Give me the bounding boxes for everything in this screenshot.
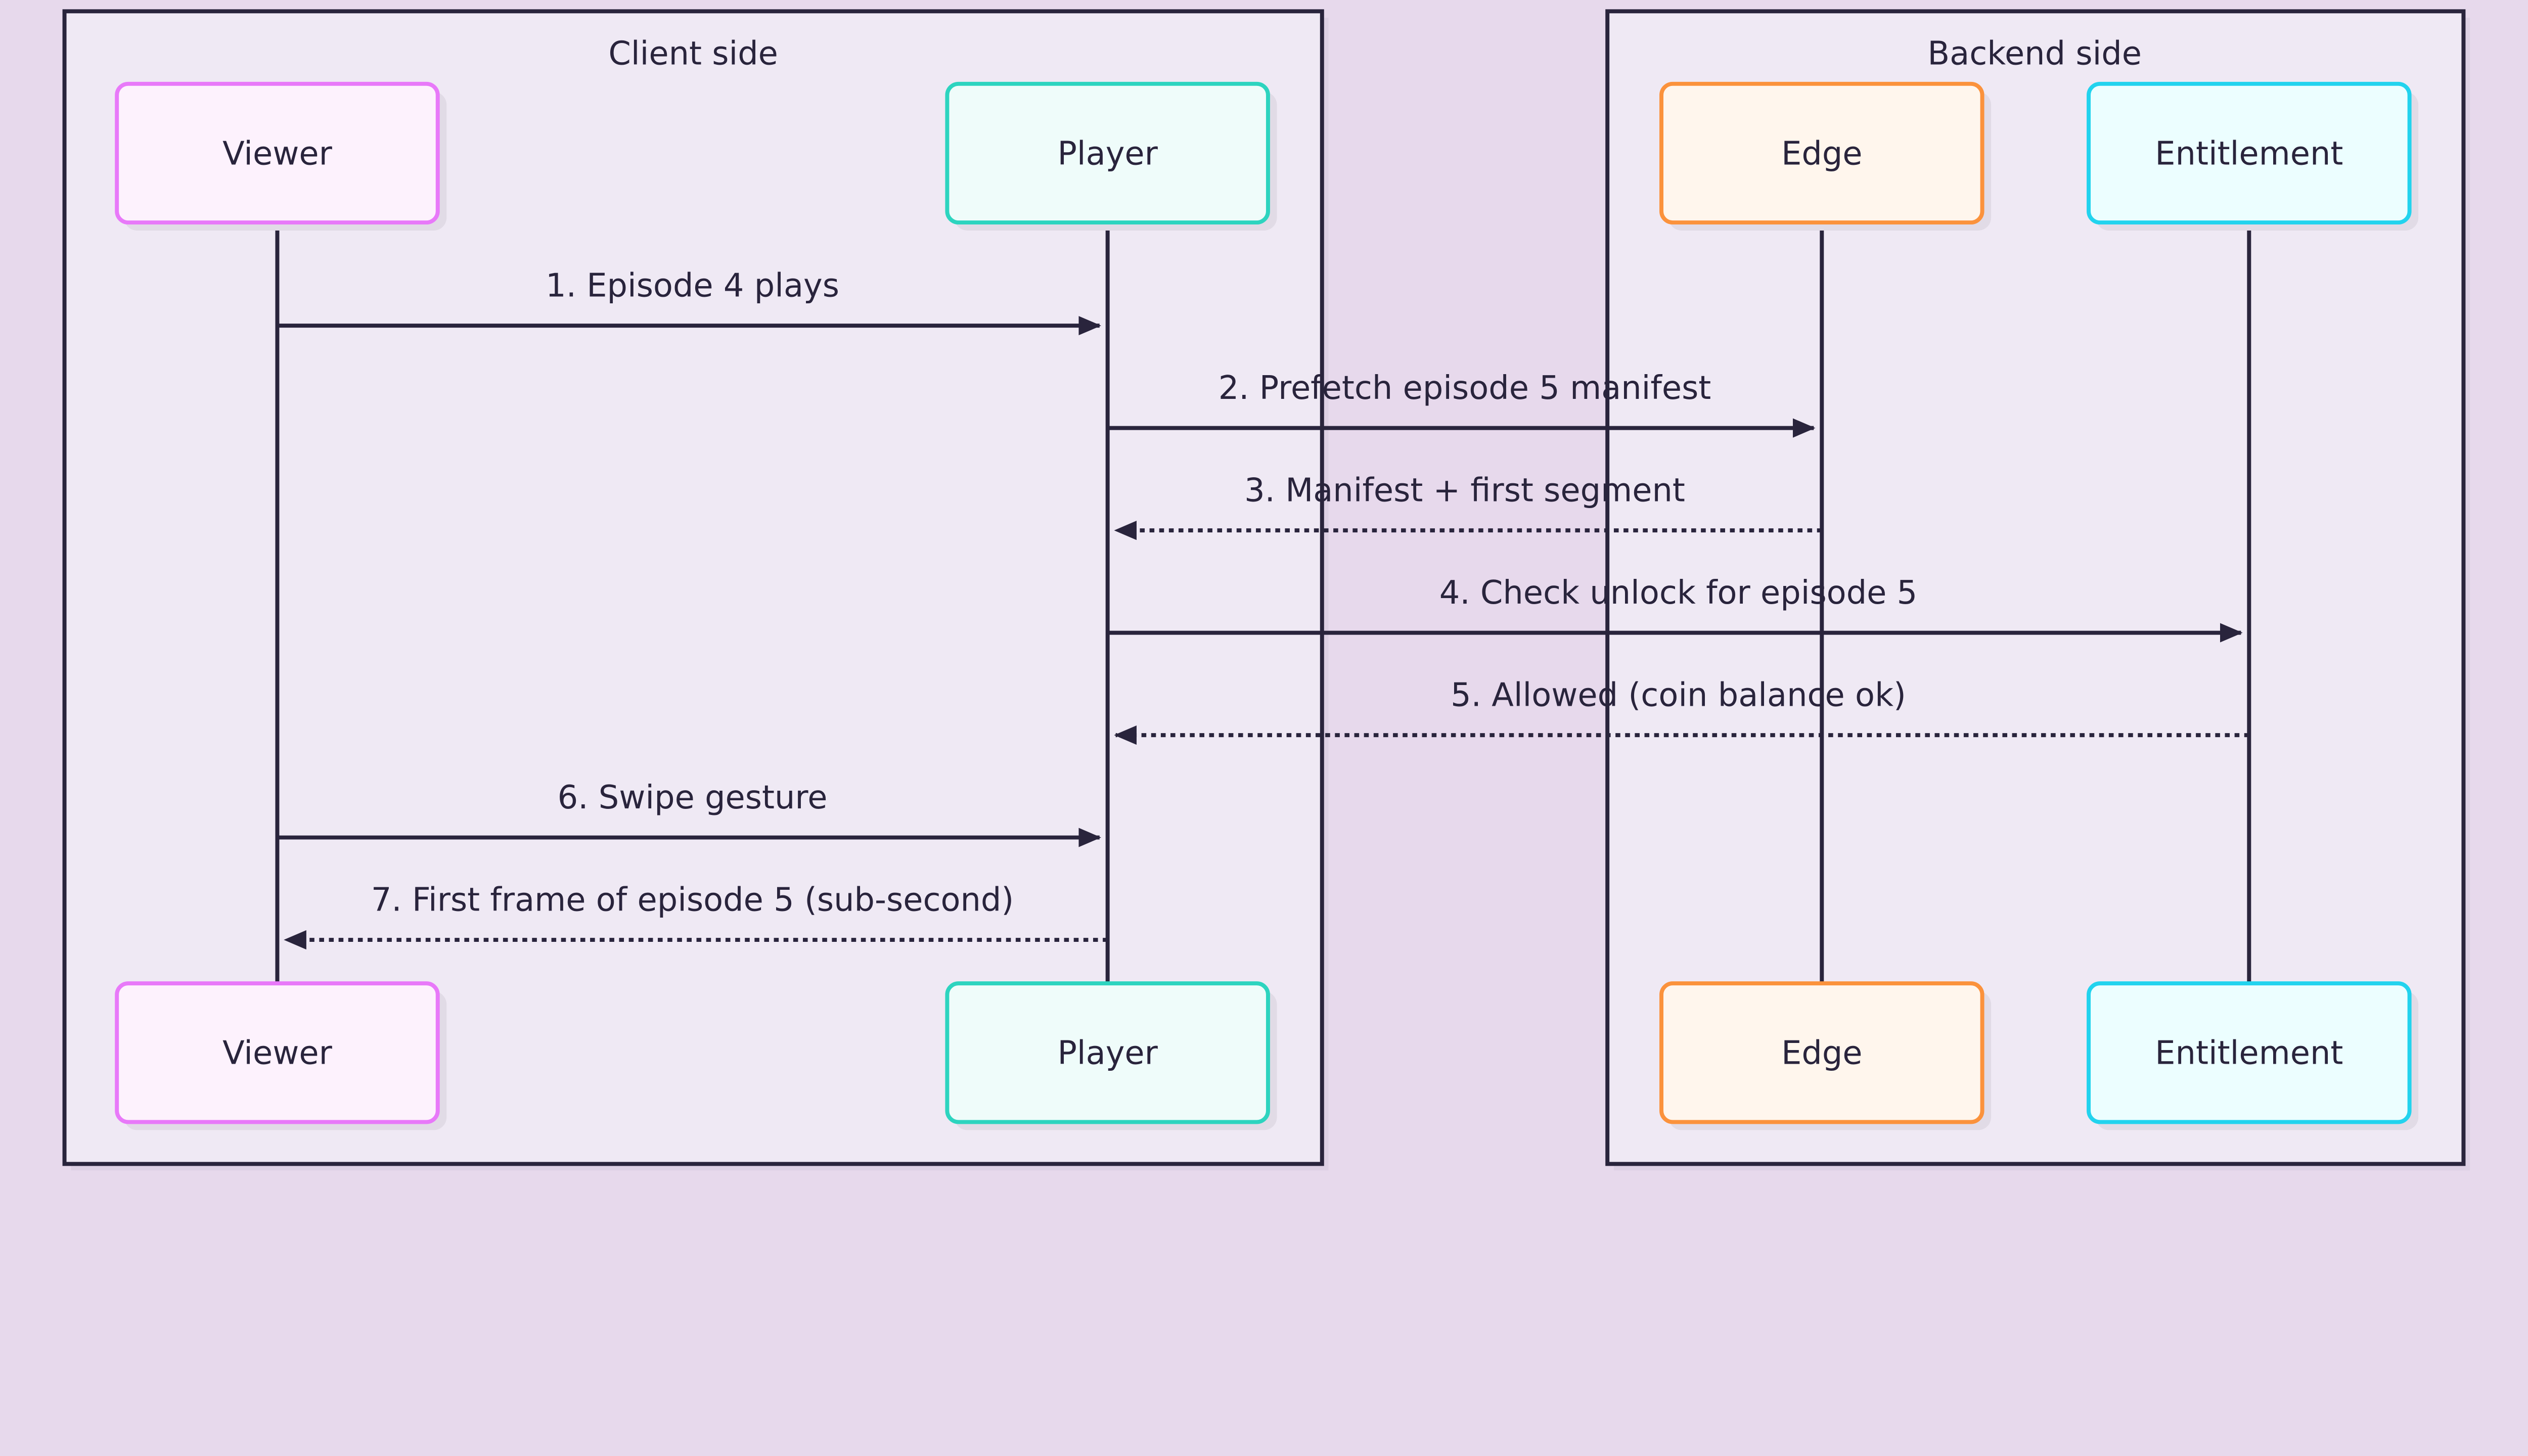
actor-label: Viewer bbox=[222, 135, 333, 172]
actor-box bbox=[945, 981, 1270, 1124]
actor-box bbox=[115, 981, 440, 1124]
message-label: 4. Check unlock for episode 5 bbox=[1439, 574, 1918, 612]
message-label: 2. Prefetch episode 5 manifest bbox=[1218, 370, 1711, 407]
actor-box bbox=[1659, 981, 1984, 1124]
message-label: 1. Episode 4 plays bbox=[546, 267, 839, 305]
message-label: 7. First frame of episode 5 (sub-second) bbox=[371, 882, 1014, 919]
message-label: 5. Allowed (coin balance ok) bbox=[1451, 677, 1906, 714]
actor-player-top[interactable]: Player bbox=[945, 81, 1277, 231]
actor-viewer-bottom[interactable]: Viewer bbox=[115, 981, 447, 1130]
messages: 1. Episode 4 plays 2. Prefetch episode 5 … bbox=[277, 267, 2249, 950]
group-title: Client side bbox=[608, 35, 778, 73]
actor-label: Player bbox=[1057, 135, 1158, 172]
message-2: 2. Prefetch episode 5 manifest bbox=[1107, 370, 1816, 438]
message-4: 4. Check unlock for episode 5 bbox=[1107, 574, 2243, 643]
actor-viewer-top[interactable]: Viewer bbox=[115, 81, 447, 231]
message-1: 1. Episode 4 plays bbox=[277, 267, 1101, 336]
message-label: 3. Manifest + first segment bbox=[1244, 472, 1685, 510]
message-label: 6. Swipe gesture bbox=[558, 779, 828, 816]
group-title: Backend side bbox=[1927, 35, 2142, 73]
actor-edge-bottom[interactable]: Edge bbox=[1659, 981, 1992, 1130]
actor-player-bottom[interactable]: Player bbox=[945, 981, 1277, 1130]
actor-label: Entitlement bbox=[2155, 1035, 2343, 1072]
actor-label: Player bbox=[1057, 1035, 1158, 1072]
message-7: 7. First frame of episode 5 (sub-second) bbox=[284, 882, 1108, 950]
sequence-diagram: Client side Backend side ViewerViewerPla… bbox=[62, 9, 2466, 1166]
actor-label: Entitlement bbox=[2155, 135, 2343, 172]
actor-box bbox=[115, 81, 440, 225]
lifelines bbox=[275, 222, 2251, 984]
message-5: 5. Allowed (coin balance ok) bbox=[1114, 677, 2249, 745]
actor-entitlement-bottom[interactable]: Entitlement bbox=[2087, 981, 2419, 1130]
actor-entitlement-top[interactable]: Entitlement bbox=[2087, 81, 2419, 231]
actor-label: Edge bbox=[1781, 135, 1862, 172]
actor-box bbox=[945, 81, 1270, 225]
message-6: 6. Swipe gesture bbox=[277, 779, 1101, 847]
actor-box bbox=[2087, 981, 2412, 1124]
actor-box bbox=[2087, 81, 2412, 225]
actor-box bbox=[1659, 81, 1984, 225]
actor-label: Viewer bbox=[222, 1035, 333, 1072]
actor-label: Edge bbox=[1781, 1035, 1862, 1072]
actors: ViewerViewerPlayerPlayerEdgeEdgeEntitlem… bbox=[115, 81, 2419, 1130]
actor-edge-top[interactable]: Edge bbox=[1659, 81, 1992, 231]
